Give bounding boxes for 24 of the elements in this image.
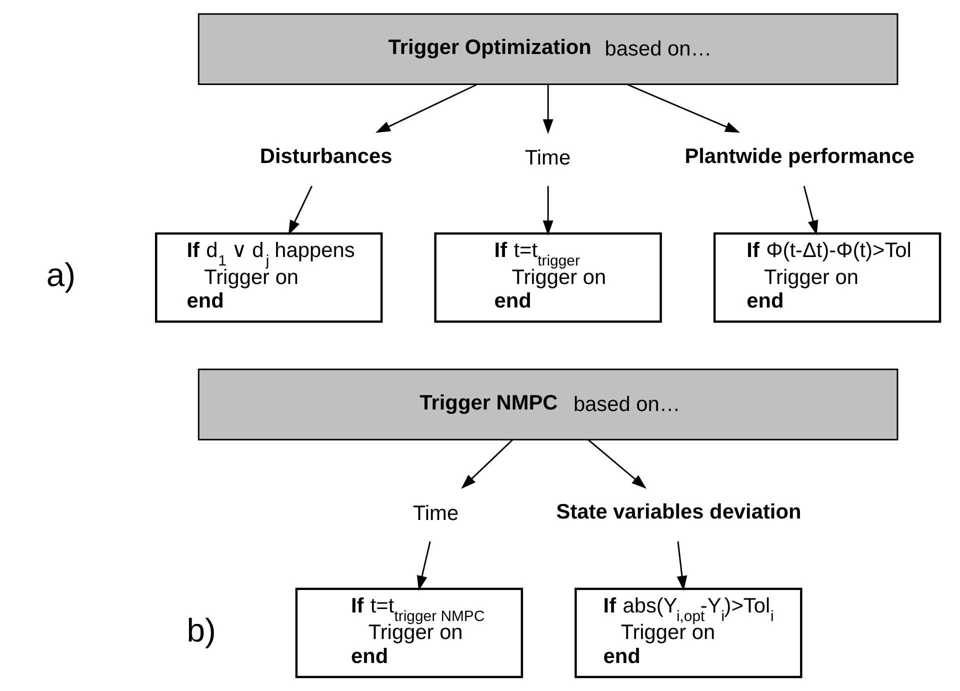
arrow — [587, 439, 646, 489]
node-box: Trigger Optimization based on… — [197, 13, 898, 85]
arrow — [542, 186, 553, 236]
arrow — [802, 186, 818, 236]
node-box: If abs(Y$_{i,opt}$-Y$_{i}$)>Tol$_{i}$ Trigger on end — [574, 588, 802, 678]
node-box: If t=t$_{trigger NMPC}$ Trigger on end — [294, 588, 523, 678]
node-box: If d$_{1}$ ∨ d$_{j}$ happens Trigger on end — [154, 232, 382, 323]
node-box: Trigger NMPC based on… — [197, 368, 898, 440]
arrow — [460, 439, 513, 489]
node-box: If t=t$_{trigger}$ Trigger on end — [434, 232, 662, 323]
node-text: Time — [524, 146, 570, 170]
label: a) — [46, 256, 76, 293]
node-text: State variables deviation — [556, 500, 801, 524]
arrow — [374, 84, 478, 133]
arrow — [542, 84, 553, 134]
arrow — [676, 541, 687, 591]
arrow — [288, 186, 312, 236]
arrow — [416, 541, 430, 591]
arrow — [626, 84, 740, 133]
label: b) — [186, 611, 216, 648]
node-text: Time — [412, 502, 458, 525]
node-box: If Φ(t-Δt)-Φ(t)>Tol Trigger on end — [712, 232, 941, 323]
node-text: Disturbances — [259, 144, 392, 168]
node-text: Plantwide performance — [684, 144, 914, 168]
